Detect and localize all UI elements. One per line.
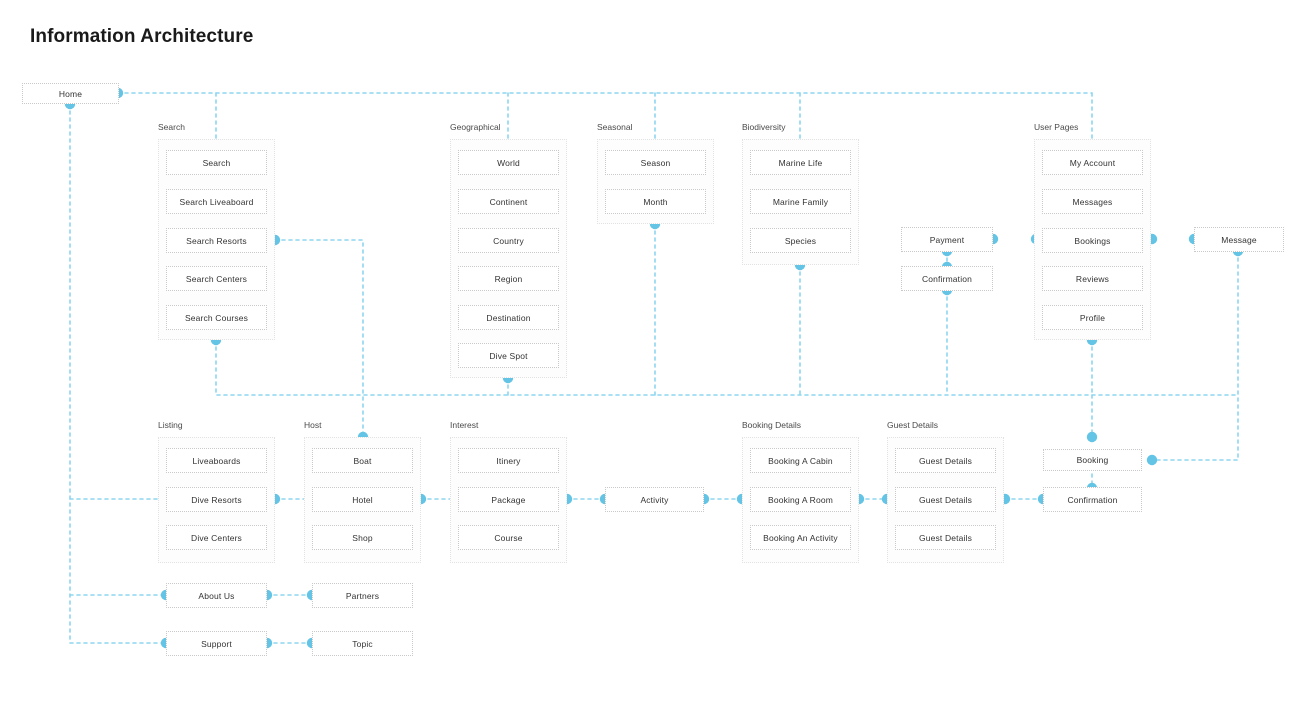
node-itinery[interactable]: Itinery bbox=[458, 448, 559, 473]
node-shop[interactable]: Shop bbox=[312, 525, 413, 550]
node-species[interactable]: Species bbox=[750, 228, 851, 253]
group-label-seasonal: Seasonal bbox=[597, 122, 633, 132]
node-confirmation-booking[interactable]: Confirmation bbox=[1043, 487, 1142, 512]
node-hotel[interactable]: Hotel bbox=[312, 487, 413, 512]
node-marine-family[interactable]: Marine Family bbox=[750, 189, 851, 214]
node-dive-centers[interactable]: Dive Centers bbox=[166, 525, 267, 550]
node-confirmation-payment[interactable]: Confirmation bbox=[901, 266, 993, 291]
node-partners[interactable]: Partners bbox=[312, 583, 413, 608]
node-world[interactable]: World bbox=[458, 150, 559, 175]
node-messages[interactable]: Messages bbox=[1042, 189, 1143, 214]
node-bookings[interactable]: Bookings bbox=[1042, 228, 1143, 253]
node-booking-a-cabin[interactable]: Booking A Cabin bbox=[750, 448, 851, 473]
group-label-guest-details: Guest Details bbox=[887, 420, 939, 430]
node-dive-spot[interactable]: Dive Spot bbox=[458, 343, 559, 368]
group-label-geographical: Geographical bbox=[450, 122, 501, 132]
node-continent[interactable]: Continent bbox=[458, 189, 559, 214]
node-guest-details-3[interactable]: Guest Details bbox=[895, 525, 996, 550]
node-country[interactable]: Country bbox=[458, 228, 559, 253]
node-search[interactable]: Search bbox=[166, 150, 267, 175]
node-boat[interactable]: Boat bbox=[312, 448, 413, 473]
node-search-liveaboard[interactable]: Search Liveaboard bbox=[166, 189, 267, 214]
node-dive-resorts[interactable]: Dive Resorts bbox=[166, 487, 267, 512]
node-booking-a-room[interactable]: Booking A Room bbox=[750, 487, 851, 512]
node-season[interactable]: Season bbox=[605, 150, 706, 175]
page-title: Information Architecture bbox=[30, 26, 254, 47]
group-label-host: Host bbox=[304, 420, 322, 430]
group-label-interest: Interest bbox=[450, 420, 479, 430]
group-label-biodiversity: Biodiversity bbox=[742, 122, 786, 132]
node-package[interactable]: Package bbox=[458, 487, 559, 512]
node-reviews[interactable]: Reviews bbox=[1042, 266, 1143, 291]
node-guest-details-2[interactable]: Guest Details bbox=[895, 487, 996, 512]
node-support[interactable]: Support bbox=[166, 631, 267, 656]
node-month[interactable]: Month bbox=[605, 189, 706, 214]
node-payment[interactable]: Payment bbox=[901, 227, 993, 252]
node-booking[interactable]: Booking bbox=[1043, 449, 1142, 471]
node-destination[interactable]: Destination bbox=[458, 305, 559, 330]
node-marine-life[interactable]: Marine Life bbox=[750, 150, 851, 175]
node-topic[interactable]: Topic bbox=[312, 631, 413, 656]
node-home[interactable]: Home bbox=[22, 83, 119, 104]
node-region[interactable]: Region bbox=[458, 266, 559, 291]
node-profile[interactable]: Profile bbox=[1042, 305, 1143, 330]
node-search-centers[interactable]: Search Centers bbox=[166, 266, 267, 291]
group-label-booking-details: Booking Details bbox=[742, 420, 802, 430]
node-guest-details-1[interactable]: Guest Details bbox=[895, 448, 996, 473]
node-activity[interactable]: Activity bbox=[605, 487, 704, 512]
group-label-user-pages: User Pages bbox=[1034, 122, 1079, 132]
node-message[interactable]: Message bbox=[1194, 227, 1284, 252]
group-label-search: Search bbox=[158, 122, 185, 132]
node-about-us[interactable]: About Us bbox=[166, 583, 267, 608]
node-search-resorts[interactable]: Search Resorts bbox=[166, 228, 267, 253]
node-my-account[interactable]: My Account bbox=[1042, 150, 1143, 175]
group-geographical bbox=[450, 139, 567, 378]
node-course[interactable]: Course bbox=[458, 525, 559, 550]
node-liveaboards[interactable]: Liveaboards bbox=[166, 448, 267, 473]
node-search-courses[interactable]: Search Courses bbox=[166, 305, 267, 330]
node-booking-an-activity[interactable]: Booking An Activity bbox=[750, 525, 851, 550]
group-label-listing: Listing bbox=[158, 420, 183, 430]
